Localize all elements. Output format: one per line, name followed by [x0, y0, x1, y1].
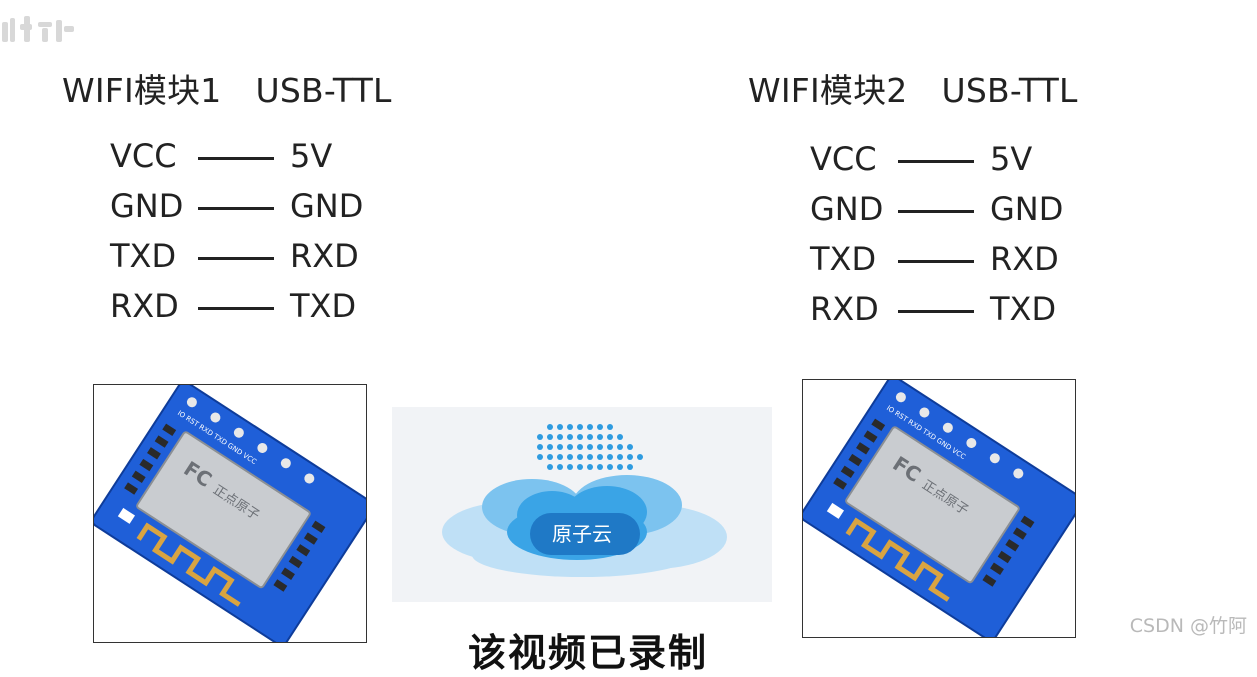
wifi-module-1-image: IO RST RXD TXD GND VCC FC 正点原子 [93, 384, 367, 643]
connection-line [898, 310, 974, 313]
adapter-pin: RXD [990, 240, 1059, 278]
pin-row: GND GND [110, 187, 410, 237]
adapter-pin: 5V [290, 137, 333, 175]
adapter-pin: TXD [290, 287, 357, 325]
module-pin: TXD [110, 237, 177, 275]
module-pin: TXD [810, 240, 877, 278]
connection-line [198, 307, 274, 310]
cloud-icon: 原子云 [442, 424, 727, 577]
module-pin: GND [110, 187, 184, 225]
module-pin: GND [810, 190, 884, 228]
pin-row: RXD TXD [810, 290, 1110, 340]
adapter-pin: RXD [290, 237, 359, 275]
module-pin: VCC [110, 137, 177, 175]
right-adapter-title: USB-TTL [941, 71, 1078, 110]
connection-line [898, 160, 974, 163]
logo-mark-icon [0, 8, 80, 48]
right-group-heading: WIFI模块2 USB-TTL [748, 64, 1078, 112]
module-pin: RXD [110, 287, 179, 325]
wifi-module-icon: IO RST RXD TXD GND VCC FC 正点原子 [803, 380, 1075, 637]
left-pin-table: VCC 5V GND GND TXD RXD RXD TXD [110, 137, 410, 337]
pin-row: RXD TXD [110, 287, 410, 337]
pin-row: TXD RXD [810, 240, 1110, 290]
caption: 该视频已录制 [468, 631, 709, 675]
pin-row: VCC 5V [810, 140, 1110, 190]
adapter-pin: TXD [990, 290, 1057, 328]
connection-line [898, 260, 974, 263]
pin-row: GND GND [810, 190, 1110, 240]
connection-line [198, 257, 274, 260]
pin-row: VCC 5V [110, 137, 410, 187]
wifi-module-icon: IO RST RXD TXD GND VCC FC 正点原子 [94, 385, 366, 642]
adapter-pin: 5V [990, 140, 1033, 178]
cloud-panel: 原子云 [392, 407, 772, 602]
adapter-pin: GND [990, 190, 1064, 228]
watermark: CSDN @竹阿 [1129, 615, 1247, 637]
left-module-title: WIFI模块1 [62, 71, 222, 110]
right-pin-table: VCC 5V GND GND TXD RXD RXD TXD [810, 140, 1110, 340]
right-module-title: WIFI模块2 [748, 71, 908, 110]
module-pin: RXD [810, 290, 879, 328]
left-group-heading: WIFI模块1 USB-TTL [62, 64, 392, 112]
wifi-module-2-image: IO RST RXD TXD GND VCC FC 正点原子 [802, 379, 1076, 638]
cloud-label: 原子云 [552, 522, 612, 546]
left-adapter-title: USB-TTL [255, 71, 392, 110]
connection-line [198, 157, 274, 160]
connection-line [898, 210, 974, 213]
module-pin: VCC [810, 140, 877, 178]
connection-line [198, 207, 274, 210]
pin-row: TXD RXD [110, 237, 410, 287]
adapter-pin: GND [290, 187, 364, 225]
